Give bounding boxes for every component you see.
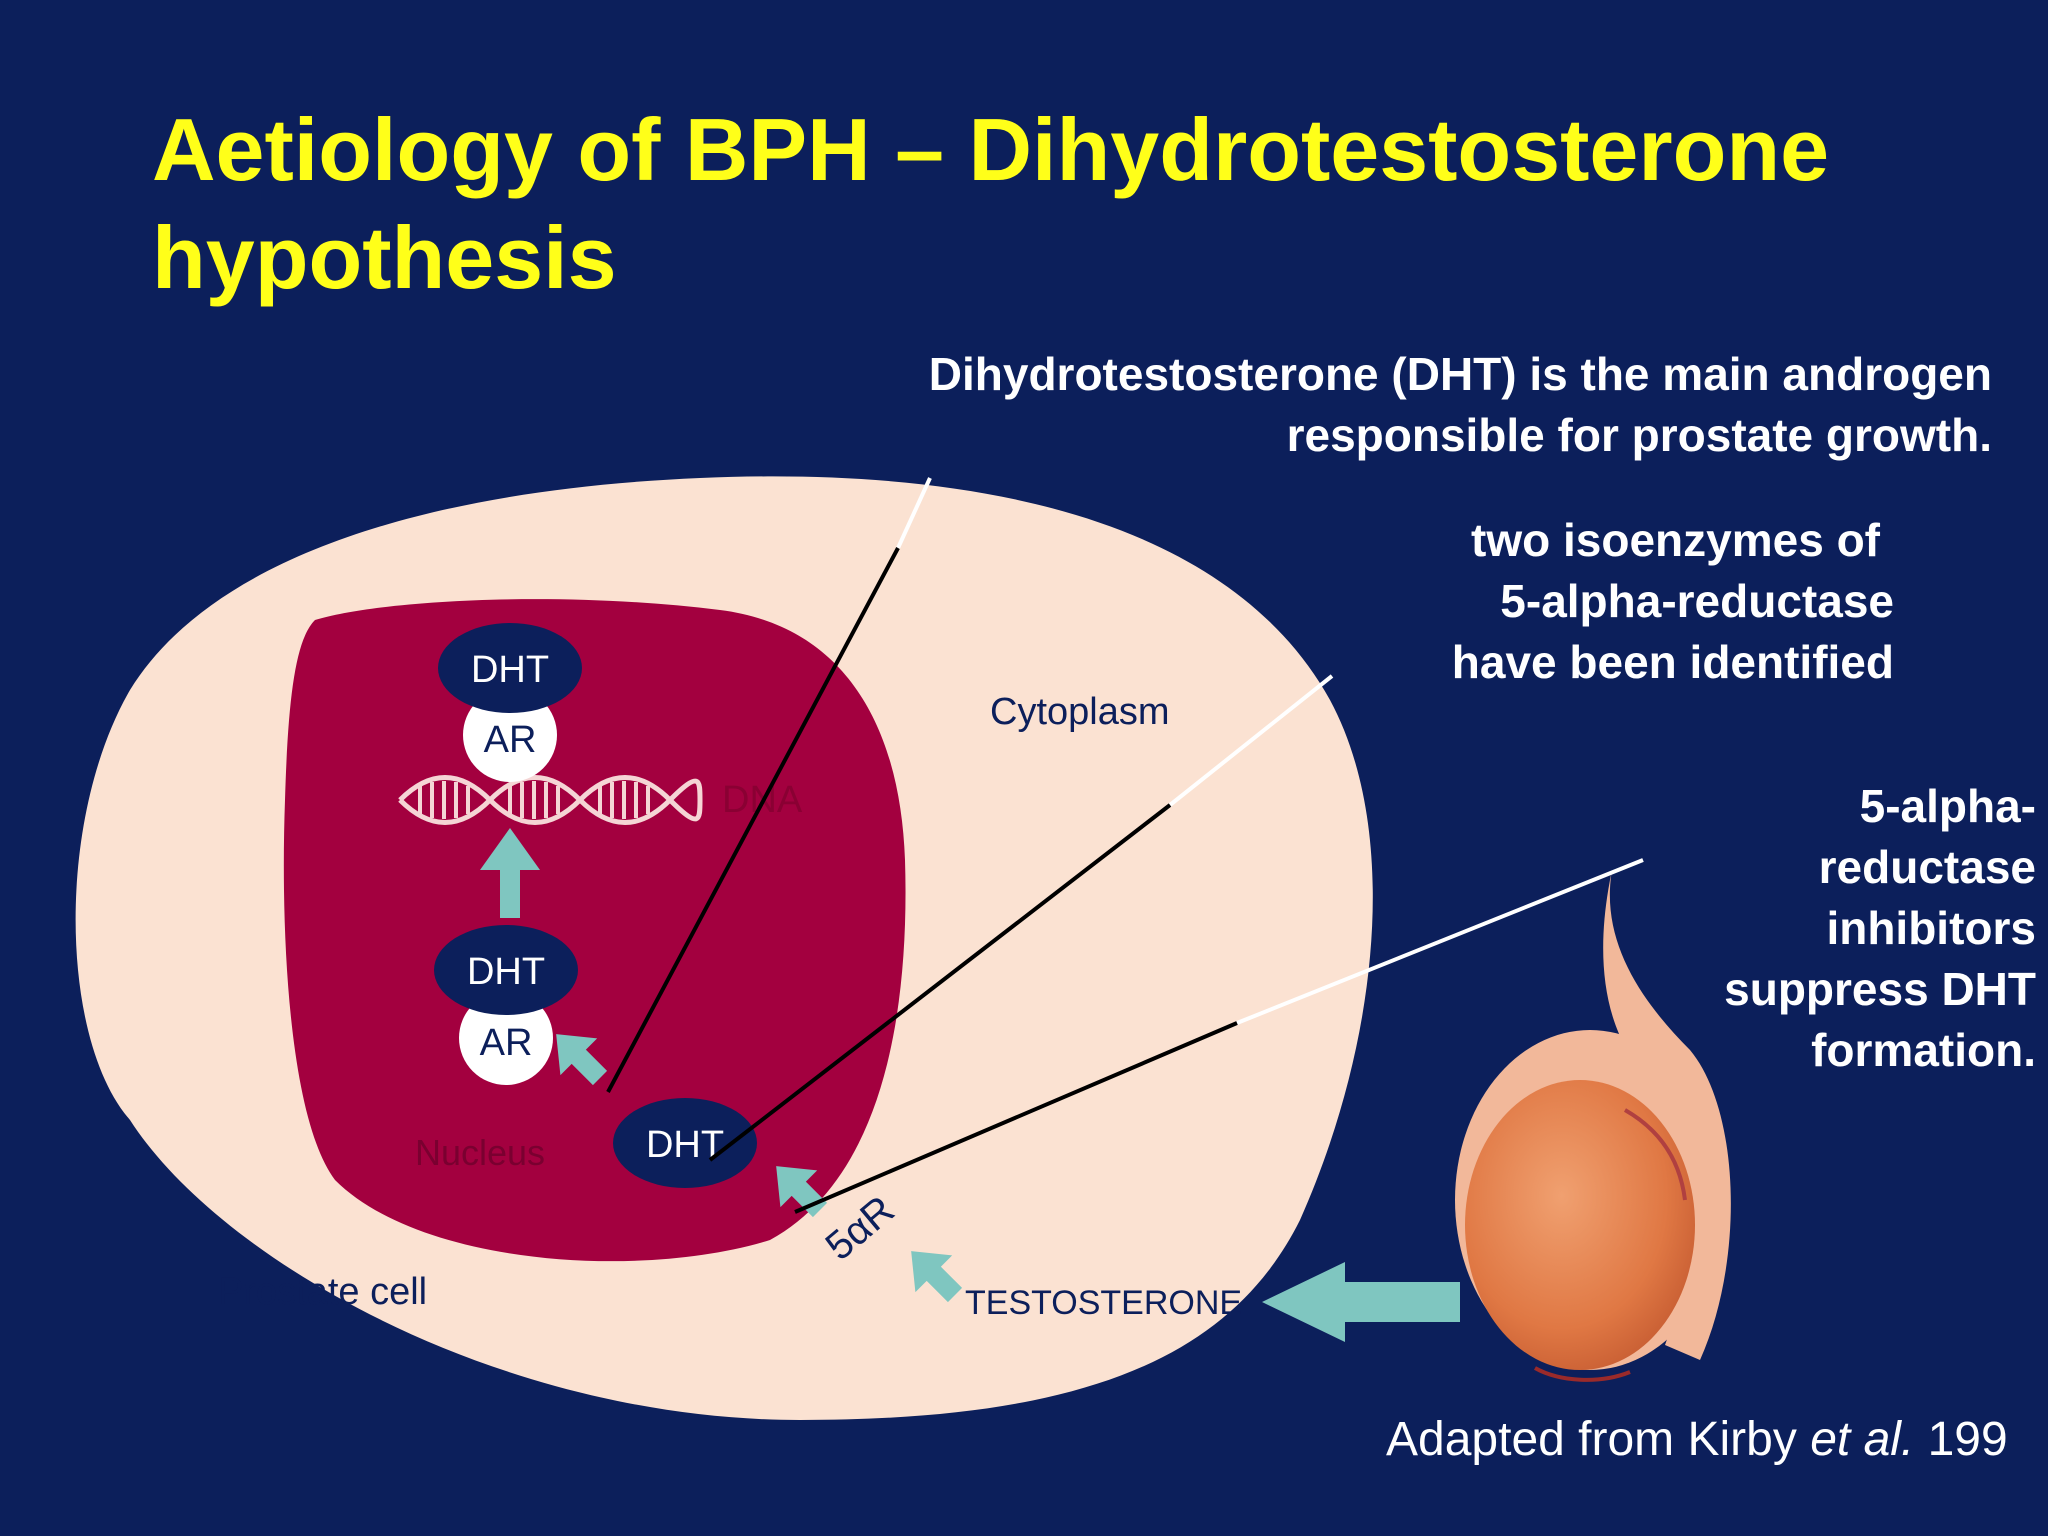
callout-inh-line-4: suppress DHT	[1724, 963, 2036, 1015]
citation-prefix: Adapted from Kirby	[1386, 1413, 1811, 1466]
citation: Adapted from Kirby et al. 199	[1386, 1412, 2048, 1467]
dht-ar-complex-lower: DHT AR	[434, 925, 578, 1085]
prostate-cell-label: Prostate cell	[218, 1271, 427, 1313]
ar-label-lower: AR	[480, 1022, 533, 1064]
callout-inh-line-2: reductase	[1818, 841, 2036, 893]
ar-label-top: AR	[484, 719, 537, 761]
callout-inhibitors: 5-alpha- reductase inhibitors suppress D…	[1724, 776, 2036, 1081]
callout-isoenzymes: two isoenzymes of 5-alpha-reductase have…	[1452, 510, 1894, 693]
callout-line-3	[1236, 858, 1644, 1025]
dht-free	[613, 1098, 757, 1188]
callout-iso-line-2: 5-alpha-reductase	[1500, 575, 1894, 627]
dht-label-lower: DHT	[467, 951, 545, 993]
title-line-1: Aetiology of BPH – Dihydrotestosterone	[152, 100, 1830, 199]
callout-iso-line-1: two isoenzymes of	[1471, 514, 1880, 566]
arrow-up-icon	[480, 828, 540, 918]
callout-lines	[606, 477, 1644, 1214]
arrow-5ar-icon	[776, 1166, 828, 1218]
cytoplasm-label: Cytoplasm	[990, 691, 1170, 733]
dht-ar-complex-top: DHT AR	[438, 623, 582, 782]
callout-inh-line-1: 5-alpha-	[1859, 780, 2036, 832]
callout-line-2	[1168, 674, 1334, 807]
arrow-diagonal-icon	[556, 1034, 608, 1086]
callout-line-2	[708, 803, 1172, 1162]
nucleus-label: Nucleus	[415, 1132, 545, 1173]
callout-inh-line-3: inhibitors	[1826, 902, 2036, 954]
callout-inh-line-5: formation.	[1811, 1024, 2036, 1076]
dna-helix-icon	[398, 775, 703, 825]
arrow-testosterone-icon	[911, 1251, 963, 1303]
slide-title: Aetiology of BPH – Dihydrotestosterone h…	[152, 96, 2002, 312]
citation-year: 199	[1914, 1413, 2008, 1466]
callout-iso-line-3: have been identified	[1451, 636, 1894, 688]
testosterone-label: TESTOSTERONE	[965, 1284, 1242, 1322]
callout-dht-line-2: responsible for prostate growth.	[1286, 409, 1992, 461]
nucleus	[283, 599, 906, 1262]
callout-line-1	[606, 547, 900, 1093]
callout-dht-main: Dihydrotestosterone (DHT) is the main an…	[929, 344, 1992, 466]
testis-icon	[1455, 870, 1731, 1382]
arrow-testis-icon	[1262, 1262, 1460, 1342]
dht-label-top: DHT	[471, 649, 549, 691]
callout-line-3	[794, 1021, 1238, 1214]
callout-line-1	[896, 477, 932, 549]
citation-etal: et al.	[1810, 1413, 1915, 1466]
callout-dht-line-1: Dihydrotestosterone (DHT) is the main an…	[928, 348, 1992, 400]
title-line-2: hypothesis	[152, 208, 617, 307]
